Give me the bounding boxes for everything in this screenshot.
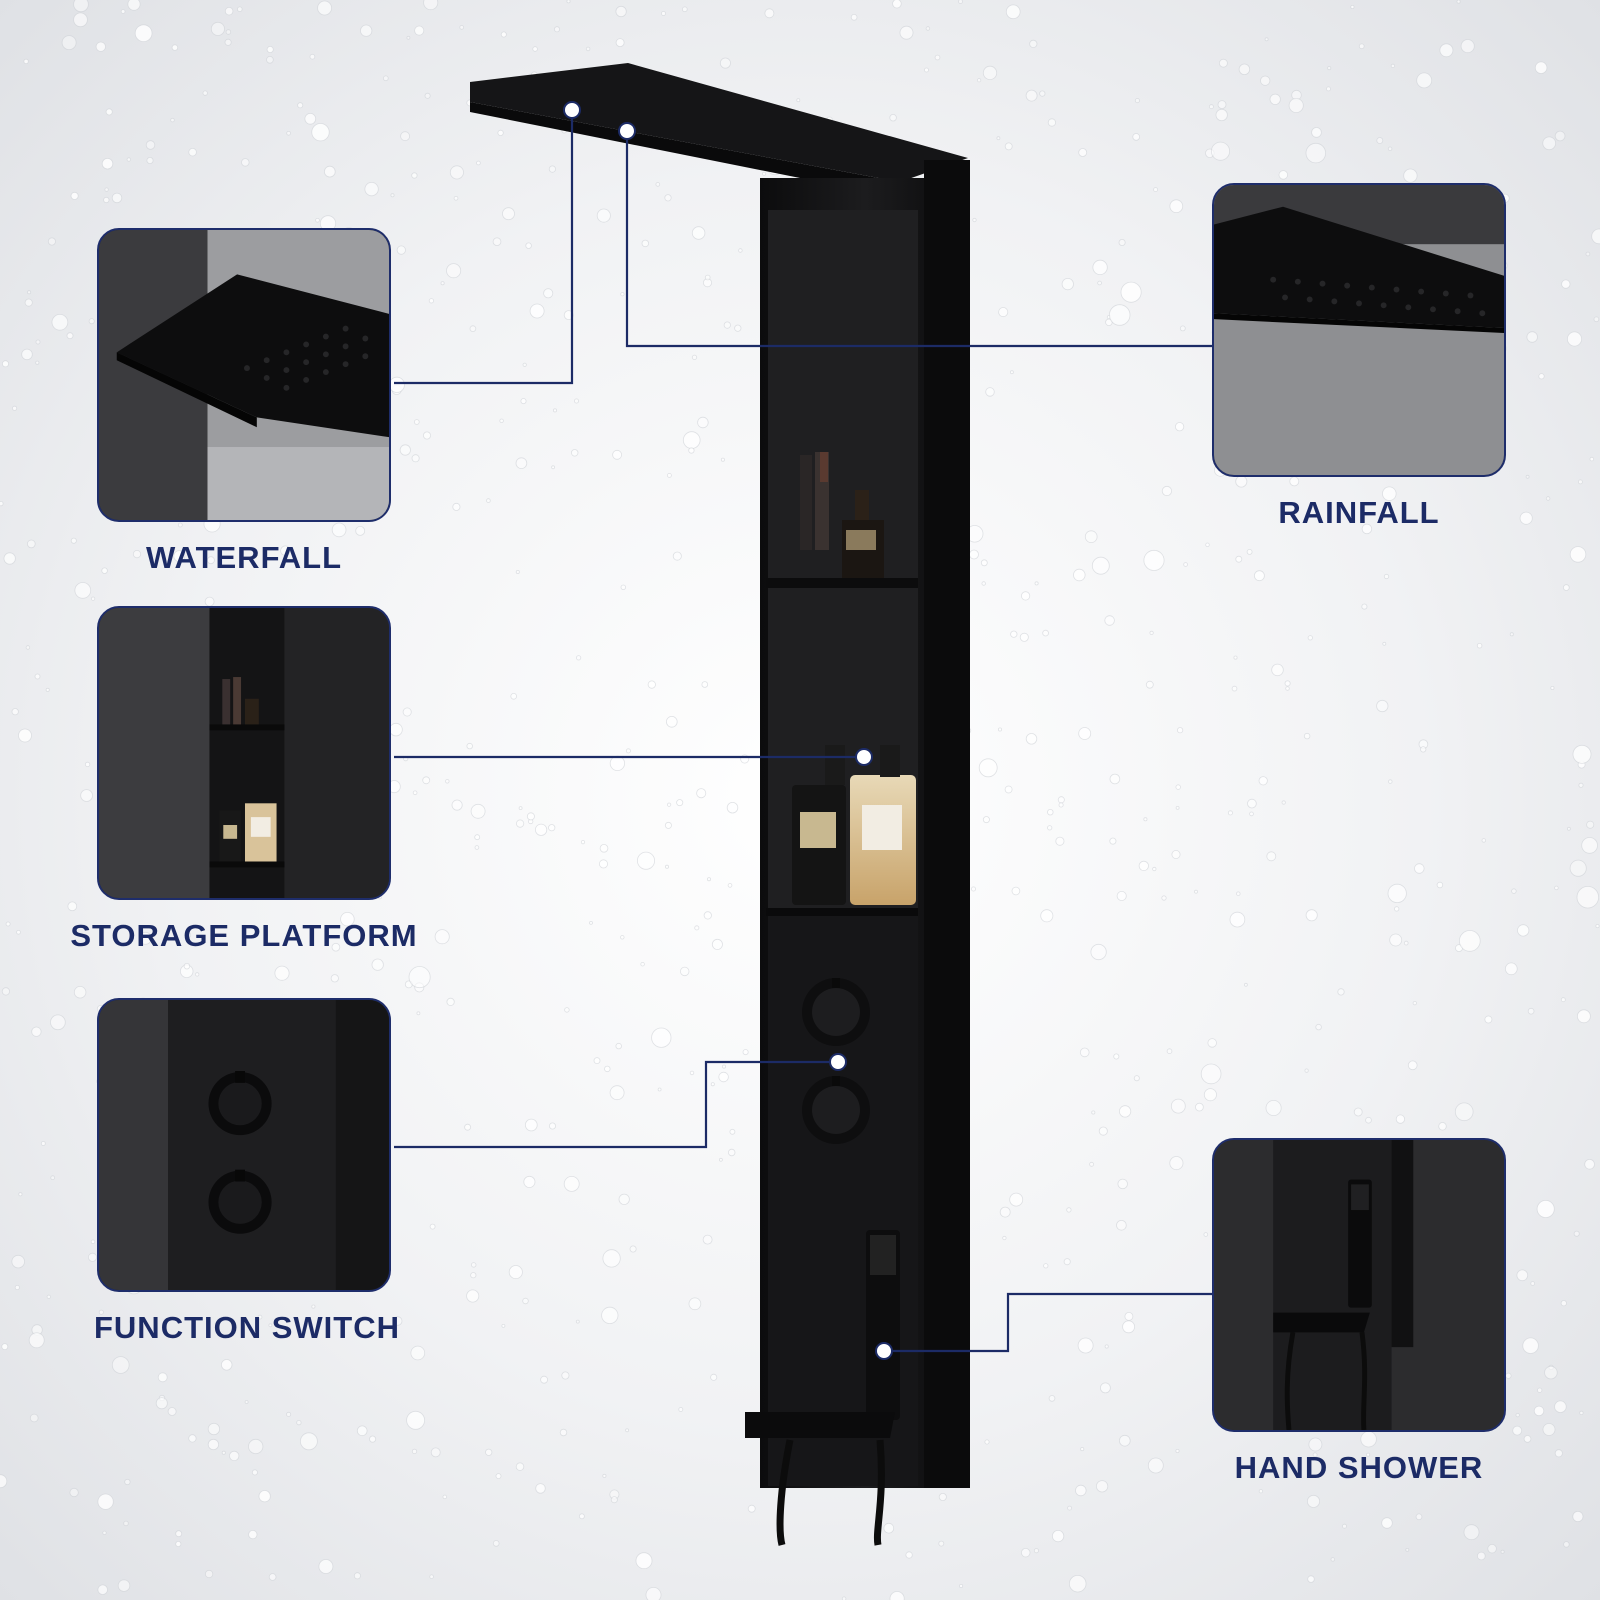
- hand-shower-detail-image: [1212, 1138, 1506, 1432]
- rainfall-marker: [618, 122, 636, 140]
- hand-shower-marker: [875, 1342, 893, 1360]
- function-marker: [829, 1053, 847, 1071]
- waterfall-detail-image: [97, 228, 391, 522]
- function-switch-label: FUNCTION SWITCH: [93, 1310, 401, 1345]
- storage-marker: [855, 748, 873, 766]
- hand-shower-label: HAND SHOWER: [1234, 1450, 1484, 1485]
- waterfall-marker: [563, 101, 581, 119]
- rainfall-detail-image: [1212, 183, 1506, 477]
- storage-platform-label: STORAGE PLATFORM: [70, 918, 418, 953]
- function-switch-detail-image: [97, 998, 391, 1292]
- storage-platform-detail-image: [97, 606, 391, 900]
- waterfall-label: WATERFALL: [145, 540, 343, 575]
- rainfall-label: RAINFALL: [1278, 495, 1440, 530]
